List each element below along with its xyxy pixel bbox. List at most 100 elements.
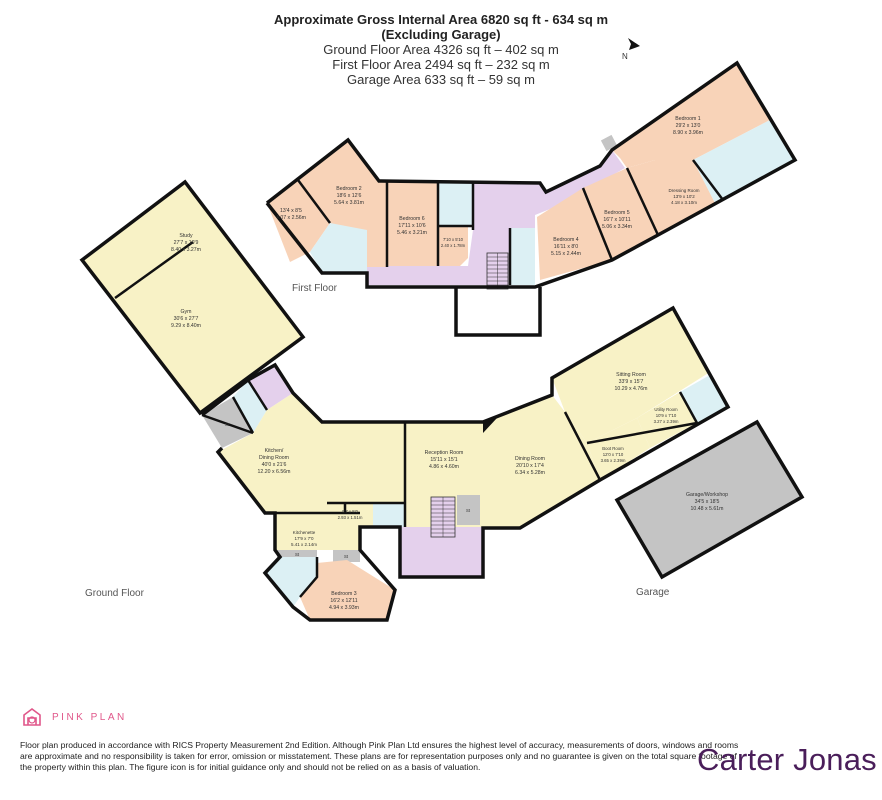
utility-m: 3.27 x 2.39m bbox=[654, 419, 679, 424]
sitting-m: 10.29 x 4.76m bbox=[615, 386, 648, 392]
carter-jonas-logo: Carter Jonas bbox=[697, 742, 877, 777]
ground-floor-area: Ground Floor Area 4326 sq ft – 402 sq m bbox=[323, 42, 559, 57]
sitting-ft: 33'9 x 15'7 bbox=[619, 379, 644, 385]
ground-wc-2 bbox=[373, 503, 405, 527]
bedroom3-store bbox=[333, 550, 360, 562]
garage-area: Garage Area 633 sq ft – 59 sq m bbox=[347, 72, 535, 87]
bedroom-3-m: 4.94 x 3.93m bbox=[329, 605, 359, 611]
side-room-m: 4.07 x 2.56m bbox=[276, 215, 306, 221]
bedroom-5-m: 5.06 x 3.34m bbox=[602, 224, 632, 230]
room-dressing-room bbox=[627, 160, 715, 235]
disclaimer: Floor plan produced in accordance with R… bbox=[20, 740, 739, 772]
room-study-gym bbox=[82, 182, 303, 413]
gym-name: Gym bbox=[181, 309, 192, 315]
study-name: Study bbox=[179, 233, 193, 239]
study-ft: 27'7 x 10'9 bbox=[174, 240, 199, 246]
bedroom-2-name: Bedroom 2 bbox=[336, 186, 361, 192]
room-bed1-ensuite bbox=[693, 120, 795, 203]
first-floor-landing bbox=[367, 150, 625, 285]
kitchenette-ft: 17'9 x 7'0 bbox=[295, 536, 314, 541]
pink-plan-text: PINK PLAN bbox=[52, 711, 127, 723]
pink-plan-house-icon bbox=[23, 708, 41, 726]
room-bedroom-4 bbox=[537, 188, 612, 280]
pink-plan-logo: PINK PLAN bbox=[22, 707, 127, 727]
kitchen-name: Kitchen/ bbox=[265, 448, 284, 454]
room-kitchenette bbox=[275, 513, 360, 550]
gym-m: 9.29 x 8.40m bbox=[171, 323, 201, 329]
gross-area-title: Approximate Gross Internal Area 6820 sq … bbox=[273, 12, 609, 27]
sitting-name: Sitting Room bbox=[616, 372, 646, 378]
room-dining bbox=[483, 395, 600, 528]
kitchenette-name: Kitchenette bbox=[293, 530, 316, 535]
bedroom-6-ft: 17'11 x 10'6 bbox=[398, 223, 425, 229]
room-bedroom-1 bbox=[612, 63, 770, 168]
store-label: St bbox=[295, 552, 300, 557]
small-room-m: 2.40 x 1.78m bbox=[441, 243, 466, 248]
room-bedroom-3 bbox=[300, 560, 395, 620]
bedroom-5-name: Bedroom 5 bbox=[604, 210, 629, 216]
dining-name: Dining Room bbox=[515, 456, 545, 462]
dining-m: 6.34 x 5.28m bbox=[515, 470, 545, 476]
room-bedroom-5 bbox=[583, 168, 658, 260]
small-room-ground-ft: 9'7 x 5'0 bbox=[342, 509, 358, 514]
stair-void bbox=[454, 287, 542, 337]
room-bed6-ensuite bbox=[438, 183, 473, 226]
store-label: St bbox=[225, 422, 230, 427]
utility-name: Utility Room bbox=[654, 407, 678, 412]
bedroom-1-name: Bedroom 1 bbox=[675, 116, 700, 122]
store-label: St bbox=[466, 508, 471, 513]
bedroom-4-m: 5.15 x 2.44m bbox=[551, 251, 581, 257]
reception-m: 4.86 x 4.60m bbox=[429, 464, 459, 470]
garage-label: Garage bbox=[636, 587, 670, 598]
bed3-ensuite bbox=[265, 557, 317, 607]
ground-floor-label: Ground Floor bbox=[85, 588, 145, 599]
kitchen-ft: 40'0 x 21'6 bbox=[262, 462, 287, 468]
room-utility bbox=[637, 392, 697, 448]
room-bedroom-6 bbox=[387, 182, 438, 266]
reception-name: Reception Room bbox=[425, 450, 464, 456]
kitchen-m: 12.20 x 6.56m bbox=[258, 469, 291, 475]
garage-m: 10.48 x 5.61m bbox=[691, 506, 724, 512]
bedroom-2-m: 5.64 x 3.81m bbox=[334, 200, 364, 206]
first-floor-stairs bbox=[486, 252, 509, 290]
first-floor-plan: First Floor Bedroom 2 18'6 x 12'6 5.64 x… bbox=[265, 60, 798, 337]
study-m: 8.40 x 3.27m bbox=[171, 247, 201, 253]
bedroom-6-name: Bedroom 6 bbox=[399, 216, 424, 222]
room-garage bbox=[614, 419, 805, 580]
bedroom-5-ft: 16'7 x 10'11 bbox=[603, 217, 630, 223]
room-bed2-ensuite bbox=[310, 223, 367, 273]
room-bathroom bbox=[510, 228, 535, 285]
ground-floor-plan: Ground Floor Study 27'7 x 10'9 8.40 x 3.… bbox=[79, 179, 731, 622]
kitchenette-store bbox=[277, 550, 317, 557]
dining-ft: 20'10 x 17'4 bbox=[516, 463, 544, 469]
gross-area-subtitle: (Excluding Garage) bbox=[381, 27, 501, 42]
bedroom-3-name: Bedroom 3 bbox=[331, 591, 356, 597]
first-floor-area: First Floor Area 2494 sq ft – 232 sq m bbox=[332, 57, 550, 72]
ground-store bbox=[202, 397, 253, 448]
boot-name: Boot Room bbox=[602, 446, 624, 451]
reception-ft: 15'11 x 15'1 bbox=[430, 457, 457, 463]
kitchen-name-2: Dining Room bbox=[259, 455, 289, 461]
boot-ft: 12'0 x 7'10 bbox=[603, 452, 624, 457]
dressing-room-m: 4.18 x 3.10m bbox=[671, 200, 697, 205]
garage-name: Garage/Workshop bbox=[686, 492, 728, 498]
bedroom-4-ft: 16'11 x 8'0 bbox=[554, 244, 578, 250]
dressing-room-name: Dressing Room bbox=[668, 188, 699, 193]
gym-ft: 30'6 x 27'7 bbox=[174, 316, 199, 322]
room-small-first bbox=[438, 226, 468, 266]
ground-floor-stairs bbox=[430, 496, 456, 538]
north-arrow-icon: N bbox=[622, 38, 640, 61]
store-label: St bbox=[344, 554, 349, 559]
bedroom-6-m: 5.46 x 3.21m bbox=[397, 230, 427, 236]
utility-ft: 10'9 x 7'10 bbox=[656, 413, 677, 418]
garage-plan: Garage/Workshop 34'5 x 18'5 10.48 x 5.61… bbox=[614, 419, 805, 598]
bedroom-1-m: 8.90 x 3.96m bbox=[673, 130, 703, 136]
compass-label: N bbox=[622, 52, 628, 61]
kitchenette-m: 5.41 x 2.14m bbox=[291, 542, 317, 547]
bedroom-4-name: Bedroom 4 bbox=[553, 237, 578, 243]
reception-store bbox=[457, 495, 480, 525]
bedroom-2-ft: 18'6 x 12'6 bbox=[337, 193, 362, 199]
ground-wc bbox=[233, 380, 267, 433]
first-floor-label: First Floor bbox=[292, 283, 338, 294]
